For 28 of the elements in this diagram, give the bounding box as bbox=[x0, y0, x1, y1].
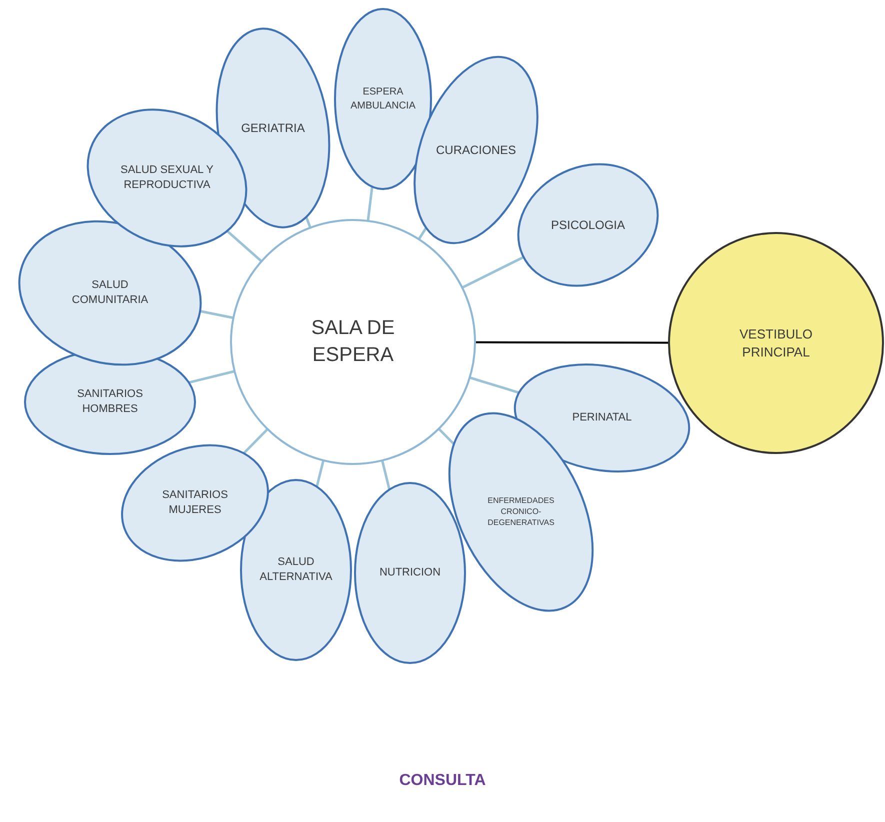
connector-line bbox=[381, 460, 391, 490]
footer-title: CONSULTA bbox=[398, 772, 487, 790]
area-label: SALUD COMUNITARIA bbox=[70, 278, 150, 308]
area-label: SANITARIOS HOMBRES bbox=[76, 387, 144, 417]
area-label: SALA DE ESPERA bbox=[310, 316, 396, 368]
connector-line bbox=[188, 370, 235, 384]
connector-line bbox=[305, 216, 312, 228]
area-label: PERINATAL bbox=[571, 410, 633, 426]
area-label: SALUD SEXUAL Y REPRODUCTIVA bbox=[120, 163, 214, 193]
connector-line bbox=[366, 186, 374, 222]
area-label: ENFERMEDADES CRONICO-DEGENERATIVAS bbox=[486, 496, 556, 528]
area-label: NUTRICION bbox=[378, 566, 442, 580]
connector-line bbox=[462, 256, 524, 289]
area-label: PSICOLOGIA bbox=[550, 216, 626, 234]
connector-line bbox=[226, 230, 262, 262]
area-label: GERIATRIA bbox=[240, 120, 306, 136]
connector-line bbox=[316, 460, 325, 487]
area-label: VESTIBULO PRINCIPAL bbox=[738, 325, 814, 361]
area-label: ESPERA AMBULANCIA bbox=[349, 86, 416, 112]
connector-line bbox=[438, 428, 455, 446]
area-label: SALUD ALTERNATIVA bbox=[258, 555, 334, 585]
connector-line bbox=[418, 227, 428, 240]
connector-line bbox=[242, 428, 268, 454]
connector-line bbox=[200, 310, 234, 320]
connector-line bbox=[475, 341, 669, 344]
connector-line bbox=[469, 376, 520, 394]
area-label: SANITARIOS MUJERES bbox=[161, 488, 229, 518]
area-label: CURACIONES bbox=[434, 142, 517, 158]
